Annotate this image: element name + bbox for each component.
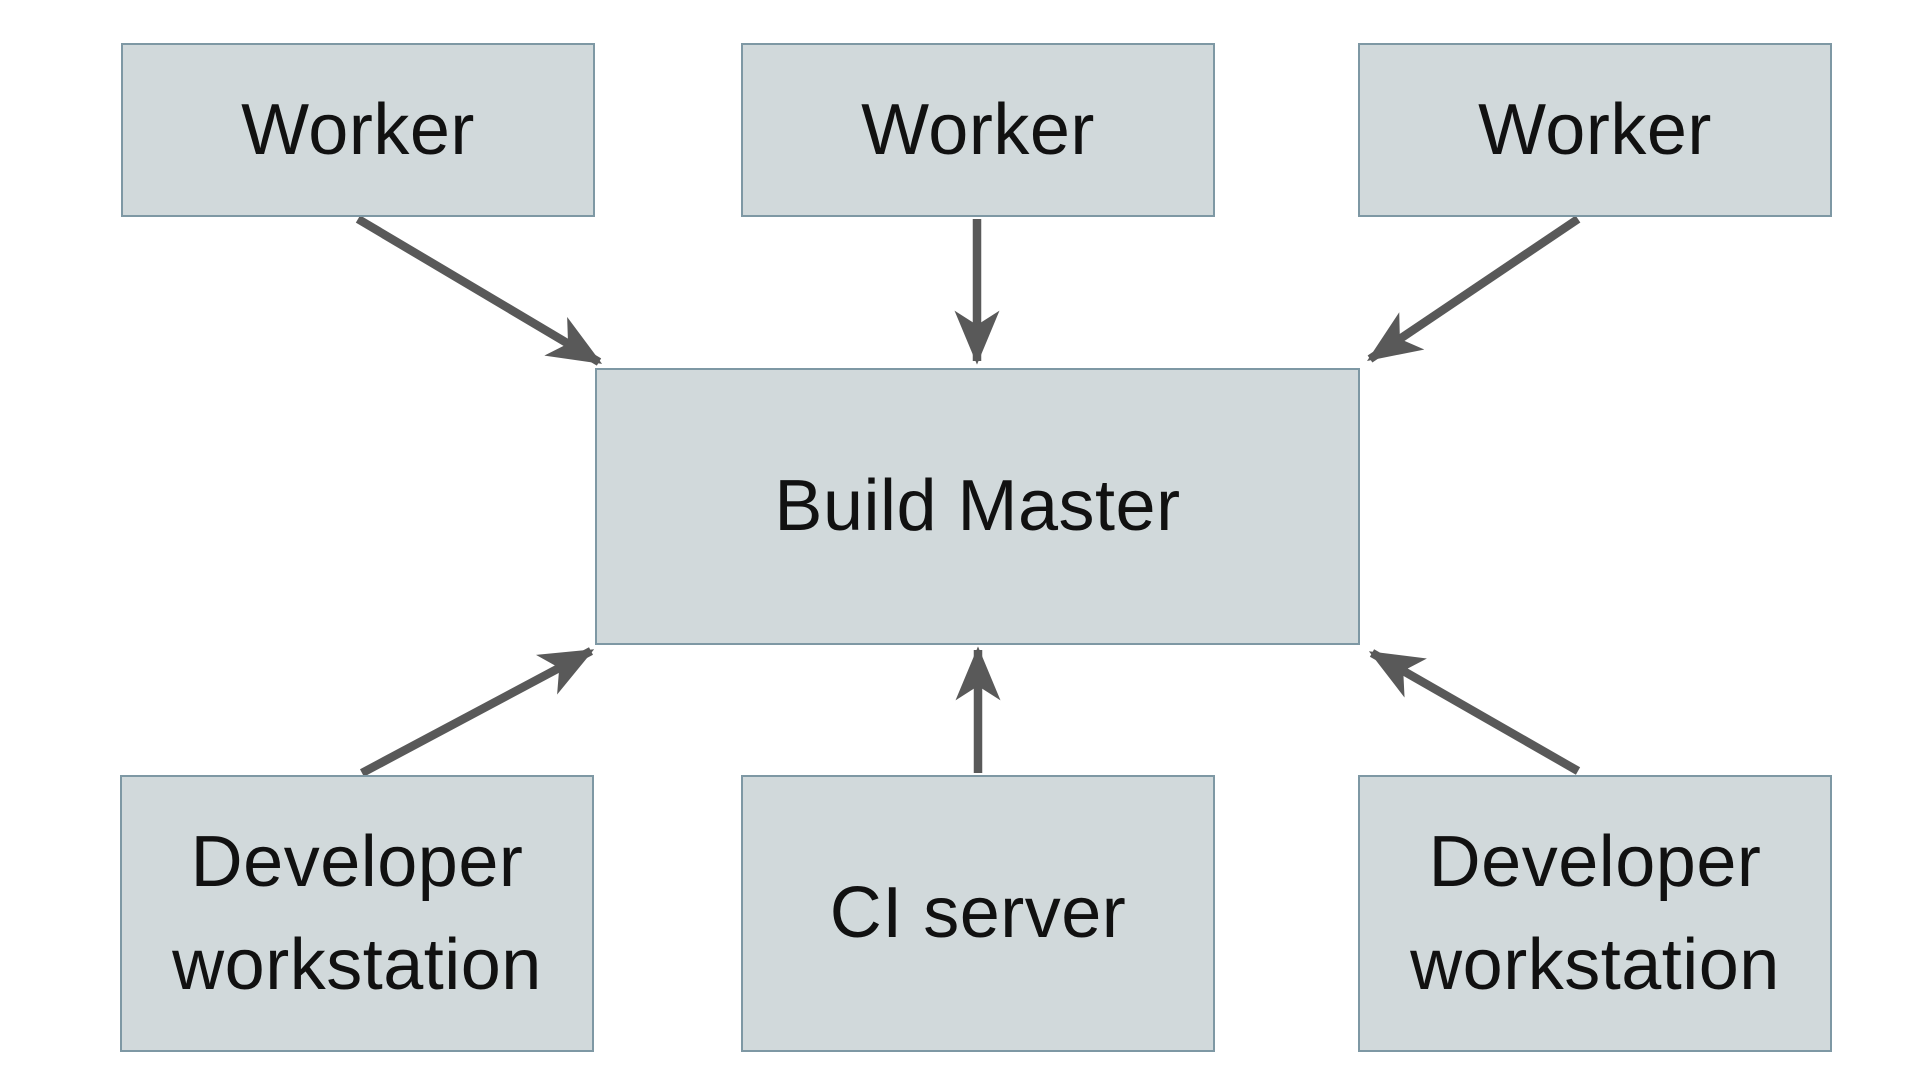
node-worker-1: Worker bbox=[121, 43, 595, 217]
node-ci-server: CI server bbox=[741, 775, 1215, 1052]
node-developer-workstation-right: Developer workstation bbox=[1358, 775, 1832, 1052]
node-build-master: Build Master bbox=[595, 368, 1360, 645]
node-worker-1-label: Worker bbox=[241, 89, 475, 170]
node-developer-workstation-left-label: Developer workstation bbox=[172, 822, 542, 1005]
node-worker-3: Worker bbox=[1358, 43, 1832, 217]
node-worker-2: Worker bbox=[741, 43, 1215, 217]
arrow-worker1-to-build-master bbox=[355, 215, 603, 366]
node-developer-workstation-left: Developer workstation bbox=[120, 775, 594, 1052]
arrow-dev-ws-left-to-build-master bbox=[360, 647, 595, 777]
arrow-dev-ws-right-to-build-master bbox=[1368, 649, 1581, 775]
node-worker-3-label: Worker bbox=[1478, 89, 1712, 170]
node-developer-workstation-right-label: Developer workstation bbox=[1410, 822, 1780, 1005]
node-worker-2-label: Worker bbox=[861, 89, 1095, 170]
arrow-worker3-to-build-master bbox=[1367, 215, 1581, 363]
node-ci-server-label: CI server bbox=[829, 873, 1127, 954]
node-build-master-label: Build Master bbox=[774, 466, 1181, 547]
